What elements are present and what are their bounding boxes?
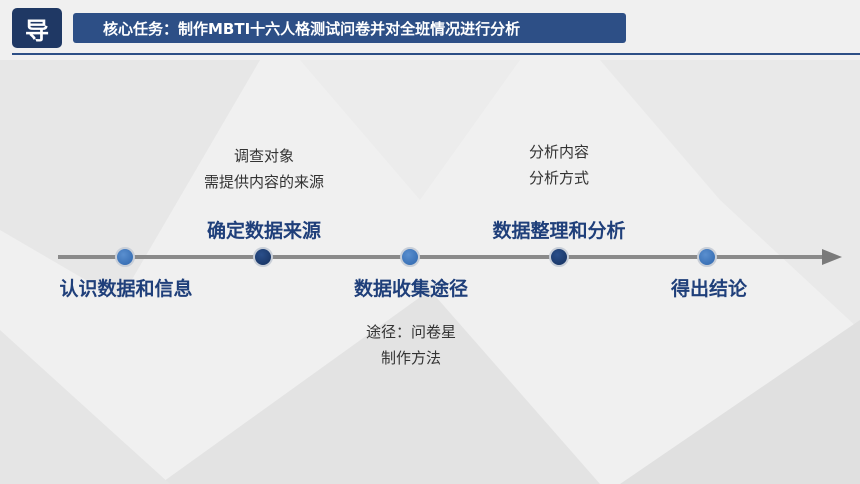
timeline-node-5 [697, 247, 717, 267]
note-collection-line-2: 制作方法 [380, 349, 442, 367]
note-analysis-line-2: 分析方式 [528, 169, 590, 187]
timeline-node-4 [549, 247, 569, 267]
guide-badge: 导 [12, 8, 62, 48]
timeline-node-1 [115, 247, 135, 267]
stage-label-collection: 数据收集途径 [353, 278, 469, 300]
header-divider [12, 53, 860, 55]
note-source: 调查对象 需提供内容的来源 [204, 143, 324, 195]
stage-label-conclusion: 得出结论 [670, 278, 748, 300]
timeline-node-2 [253, 247, 273, 267]
note-analysis: 分析内容 分析方式 [529, 139, 589, 191]
page-title: 核心任务：制作MBTI十六人格测试问卷并对全班情况进行分析 [73, 13, 626, 43]
note-source-line-1: 调查对象 [233, 147, 295, 165]
note-source-line-2: 需提供内容的来源 [203, 173, 325, 191]
timeline-node-3 [400, 247, 420, 267]
stage-label-analysis: 数据整理和分析 [492, 220, 626, 242]
stage-label-recognize: 认识数据和信息 [59, 278, 193, 300]
note-analysis-line-1: 分析内容 [528, 143, 590, 161]
note-collection: 途径：问卷星 制作方法 [366, 319, 456, 371]
note-collection-line-1: 途径：问卷星 [365, 323, 457, 341]
stage-label-source: 确定数据来源 [206, 220, 322, 242]
